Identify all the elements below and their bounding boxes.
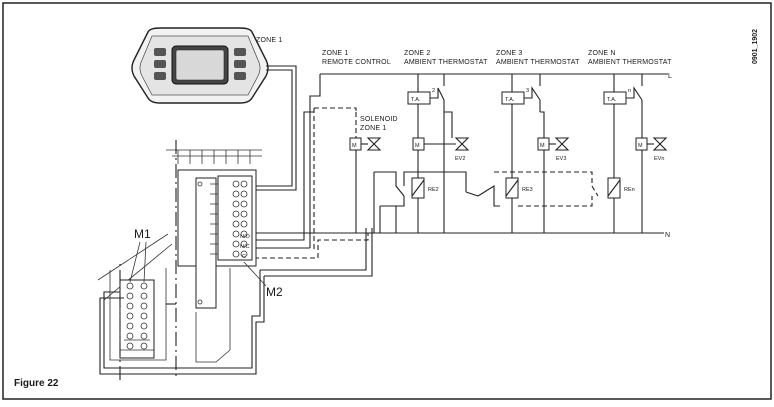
svg-text:T.A.: T.A. (411, 97, 421, 103)
ev2-valve-icon (424, 137, 470, 151)
figure-code: 0901_1902 (752, 29, 759, 64)
svg-text:M: M (415, 143, 420, 149)
zone3-thermostat-header: AMBIENT THERMOSTAT (496, 59, 580, 66)
solenoid-label: SOLENOID (360, 116, 398, 123)
svg-text:2: 2 (432, 88, 435, 94)
terminal-no: N/O (240, 234, 251, 240)
solenoid-zone-label: ZONE 1 (360, 125, 386, 132)
svg-text:RE3: RE3 (522, 187, 533, 193)
svg-text:3: 3 (526, 88, 529, 94)
m2-label: M2 (266, 285, 283, 299)
line-n-label: N (665, 232, 670, 239)
terminal-nc: N/C (240, 244, 250, 250)
control-board: N/O N/C C (166, 140, 262, 380)
line-l-label: L (668, 73, 672, 80)
ev3-valve-icon (549, 137, 570, 151)
figure-caption: Figure 22 (14, 378, 59, 389)
zone3-circuit: T.A. 3 M EV3 RE3 (501, 74, 570, 233)
zoneN-header: ZONE N (588, 50, 616, 57)
solenoid-zone1-valve-icon (361, 137, 382, 151)
evn-valve-icon (647, 137, 668, 151)
m1-label: M1 (134, 227, 151, 241)
terminal-block-m1 (97, 233, 173, 380)
svg-text:T.A.: T.A. (505, 97, 515, 103)
zoneN-thermostat-header: AMBIENT THERMOSTAT (588, 59, 672, 66)
remote-control-device (131, 27, 269, 104)
zone3-header: ZONE 3 (496, 50, 522, 57)
terminal-c: C (242, 254, 246, 260)
zone1-header: ZONE 1 (322, 50, 348, 57)
remote-control-header: REMOTE CONTROL (322, 59, 391, 66)
zone2-circuit: T.A. 2 M EV2 RE2 (407, 74, 470, 233)
zone2-header: ZONE 2 (404, 50, 430, 57)
svg-text:T.A.: T.A. (607, 97, 617, 103)
svg-text:M: M (540, 143, 545, 149)
zone1-device-label: ZONE 1 (256, 37, 282, 44)
svg-text:M: M (352, 143, 357, 149)
svg-text:RE2: RE2 (428, 187, 439, 193)
ev2-label: EV2 (455, 156, 465, 162)
svg-text:M: M (638, 143, 643, 149)
svg-text:REn: REn (624, 187, 635, 193)
ev3-label: EV3 (556, 156, 566, 162)
svg-text:n: n (628, 88, 631, 94)
zoneN-circuit: T.A. n M EVn REn (603, 74, 668, 233)
evn-label: EVn (654, 156, 664, 162)
zone2-thermostat-header: AMBIENT THERMOSTAT (404, 59, 488, 66)
